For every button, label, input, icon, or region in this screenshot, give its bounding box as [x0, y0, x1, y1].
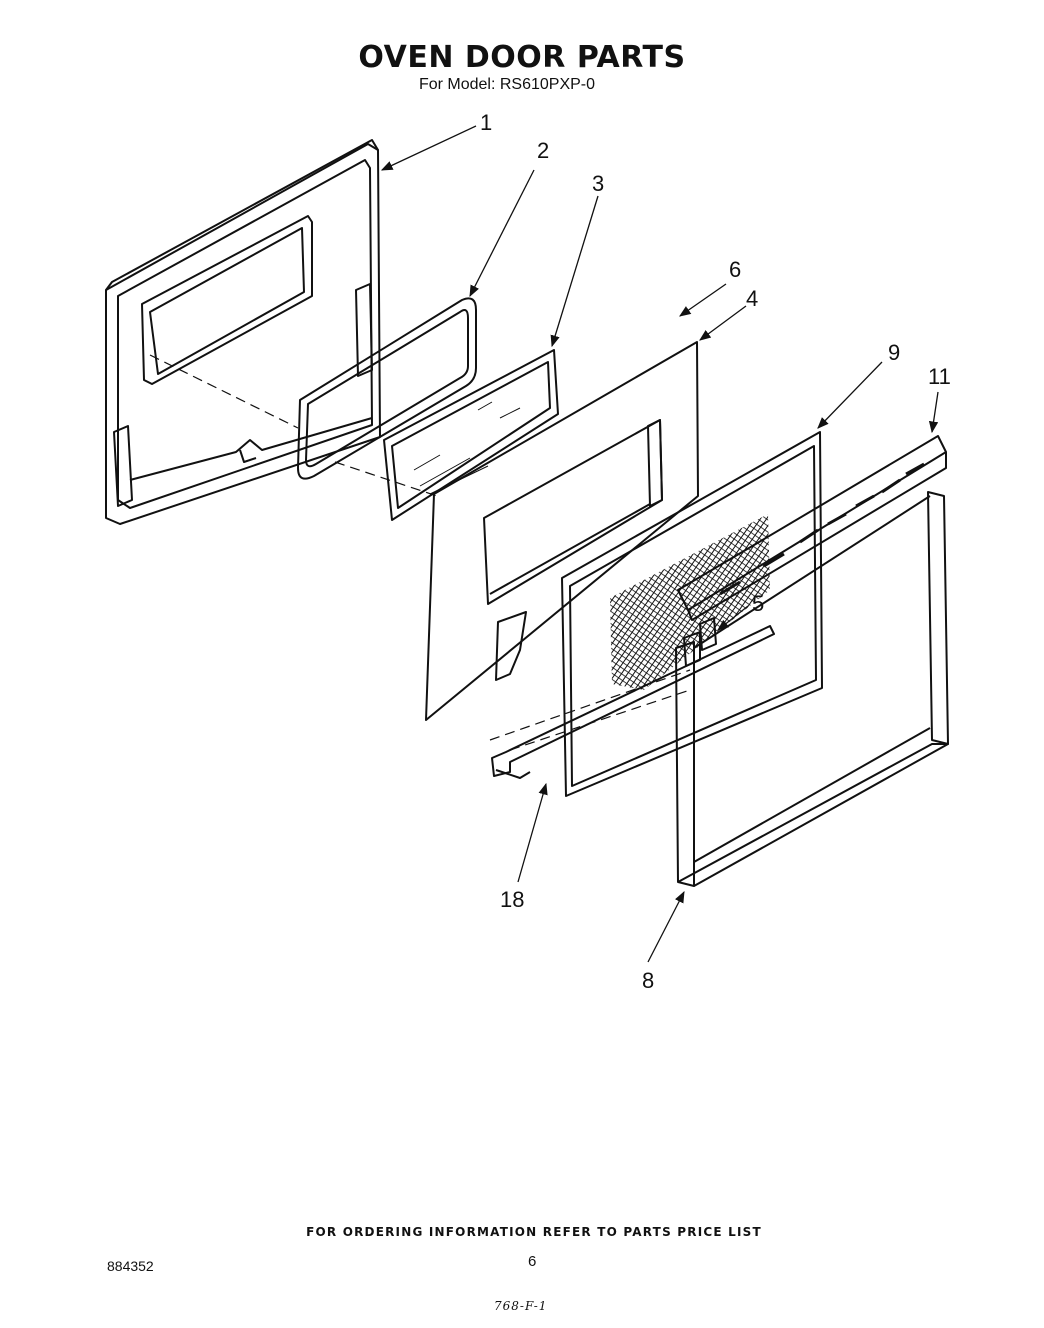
callout-9: 9: [888, 340, 901, 365]
document-number: 884352: [107, 1258, 154, 1274]
callout-11: 11: [928, 364, 951, 389]
ordering-note-text: FOR ORDERING INFORMATION REFER TO PARTS …: [306, 1225, 762, 1239]
model-line: For Model: RS610PXP-0: [418, 76, 596, 93]
part-11-vent-trim: [677, 435, 947, 621]
callout-8: 8: [642, 968, 655, 993]
leader-lines: [380, 125, 939, 963]
part-4-inner-panel: [425, 341, 699, 721]
handwritten-note: 768-F-1: [494, 1299, 548, 1313]
part-3-glass: [383, 349, 559, 521]
callout-6: 6: [729, 257, 742, 282]
part-8-outer-frame: [675, 491, 949, 887]
callout-3: 3: [592, 171, 605, 196]
callout-2: 2: [537, 138, 550, 163]
part-9-mesh-glass: [561, 431, 823, 797]
callout-5: 5: [752, 591, 765, 616]
ordering-note: FOR ORDERING INFORMATION REFER TO PARTS …: [0, 1225, 1044, 1239]
callout-18: 18: [500, 887, 525, 912]
part-2-gasket: [297, 297, 477, 480]
callout-4: 4: [746, 286, 759, 311]
part-1-outer-door-panel: [105, 139, 381, 525]
page-title: OVEN DOOR PARTS: [358, 40, 686, 75]
part-18-rail: [491, 625, 775, 779]
model-subtitle: For Model: RS610PXP-0: [0, 76, 1044, 94]
callout-1: 1: [480, 110, 493, 135]
page-number: 6: [528, 1253, 537, 1270]
